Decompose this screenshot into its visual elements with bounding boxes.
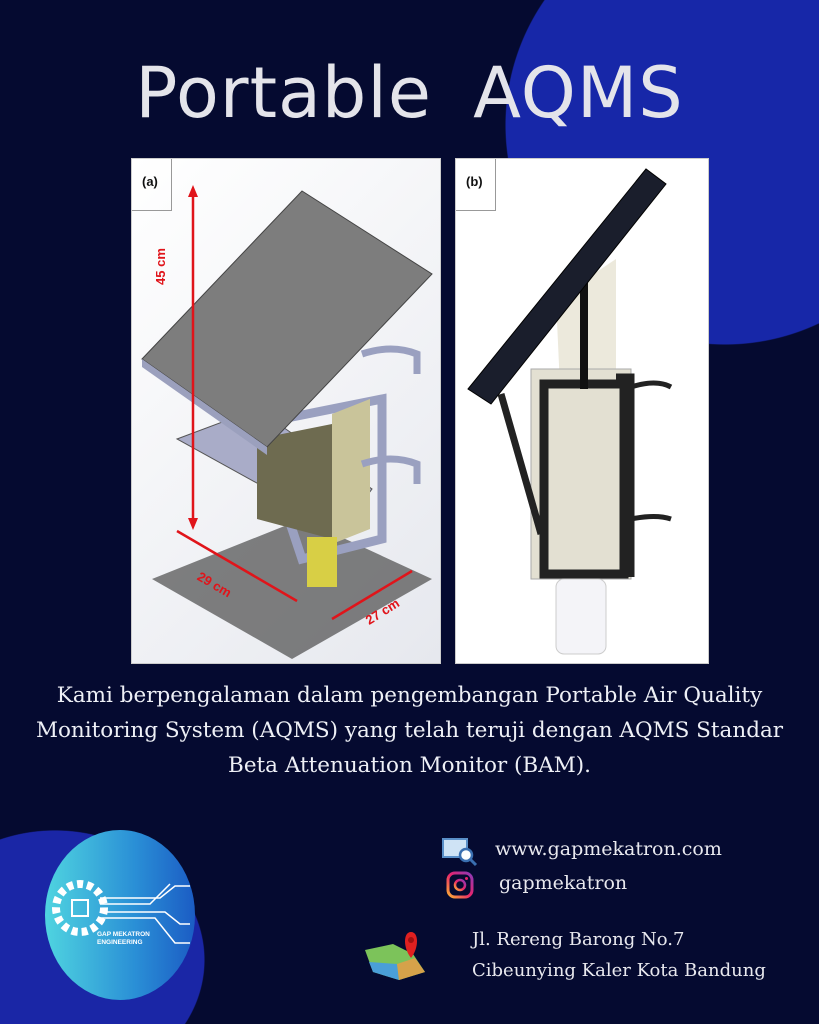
description-text: Kami berpengalaman dalam pengembangan Po… xyxy=(35,683,784,778)
page-title: Portable AQMS xyxy=(135,52,684,134)
device-photo-illustration xyxy=(467,168,673,655)
cad-illustration xyxy=(141,185,433,659)
address-line-2: Cibeunying Kaler Kota Bandung xyxy=(472,960,766,981)
gear-circuit-icon: GAP MEKATRON ENGINEERING xyxy=(52,880,190,946)
instagram-handle[interactable]: gapmekatron xyxy=(499,872,628,894)
map-location-icon xyxy=(363,928,433,988)
panel-label: (b) xyxy=(456,159,496,211)
height-dimension: 45 cm xyxy=(152,248,168,285)
svg-text:GAP MEKATRON: GAP MEKATRON xyxy=(97,931,150,938)
website-link[interactable]: www.gapmekatron.com xyxy=(495,838,722,860)
svg-text:ENGINEERING: ENGINEERING xyxy=(97,939,143,946)
address-line-1: Jl. Rereng Barong No.7 xyxy=(472,929,685,950)
panel-photo: (b) xyxy=(455,158,709,664)
panel-label: (a) xyxy=(132,159,172,211)
instagram-icon xyxy=(446,871,474,903)
panel-cad-drawing: (a) 45 cm 29 cm 27 cm xyxy=(131,158,441,664)
company-logo: GAP MEKATRON ENGINEERING xyxy=(45,830,195,1000)
website-search-icon xyxy=(442,837,478,871)
